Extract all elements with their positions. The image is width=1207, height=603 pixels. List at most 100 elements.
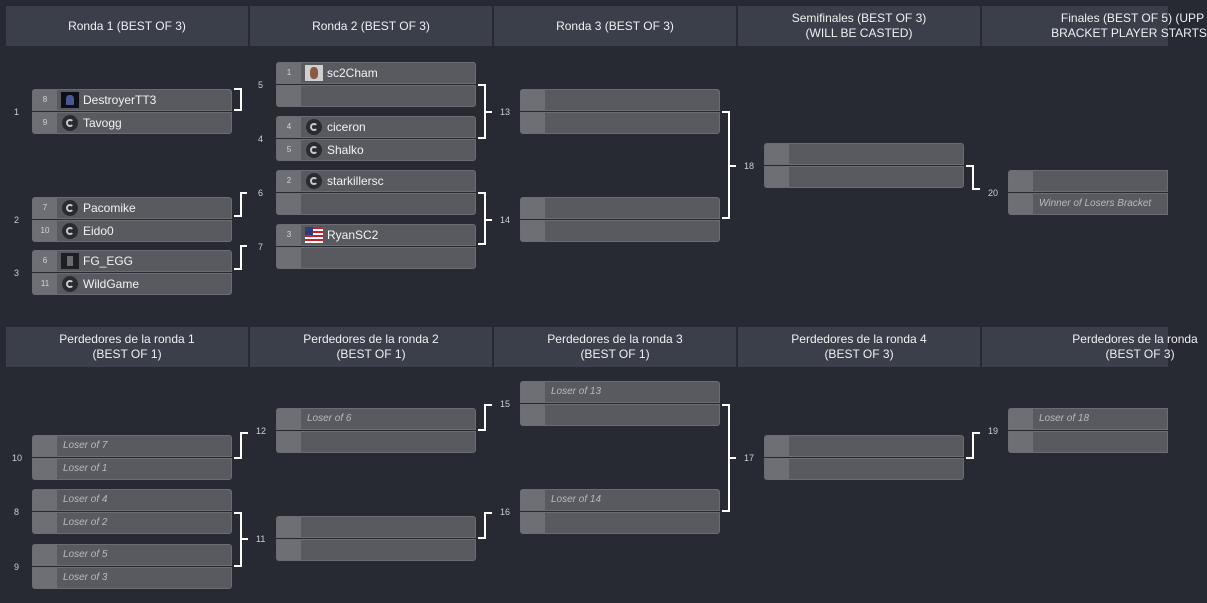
seed-badge — [521, 382, 545, 402]
player-name: starkillersc — [327, 174, 384, 188]
match-3[interactable]: 6 FG_EGG 11 WildGame — [32, 250, 232, 296]
match-slot[interactable]: 7 Pacomike — [32, 197, 232, 219]
match-slot[interactable] — [520, 112, 720, 134]
match-slot[interactable] — [520, 404, 720, 426]
seed-badge — [33, 568, 57, 588]
seed-badge: 1 — [277, 63, 301, 83]
match-slot[interactable] — [520, 89, 720, 111]
round-header-format: (WILL BE CASTED) — [805, 26, 913, 40]
round-header-lower-3: Perdedores de la ronda 3(BEST OF 1) — [494, 327, 736, 367]
bracket-connector — [240, 538, 248, 540]
match-slot[interactable] — [276, 539, 476, 561]
seed-badge — [33, 513, 57, 533]
player-name: Pacomike — [83, 201, 136, 215]
match-slot[interactable]: 4 ciceron — [276, 116, 476, 138]
bracket-connector — [234, 512, 242, 514]
seed-badge: 2 — [277, 171, 301, 191]
seed-badge — [1009, 194, 1033, 214]
match-slot[interactable] — [764, 435, 964, 457]
match-17[interactable] — [764, 435, 964, 481]
seed-badge: 6 — [33, 251, 57, 271]
match-7[interactable]: 3 RyanSC2 — [276, 224, 476, 270]
seed-badge — [521, 221, 545, 241]
seed-badge — [33, 436, 57, 456]
match-slot[interactable]: Winner of Losers Bracket — [1008, 193, 1168, 215]
match-number: 8 — [14, 507, 20, 517]
match-12[interactable]: Loser of 6 — [276, 408, 476, 454]
match-6[interactable]: 2 starkillersc — [276, 170, 476, 216]
match-slot[interactable] — [764, 458, 964, 480]
match-slot[interactable]: 5 Shalko — [276, 139, 476, 161]
match-10[interactable]: Loser of 7 Loser of 1 — [32, 435, 232, 481]
placeholder-label: Loser of 7 — [63, 440, 108, 451]
match-1[interactable]: 8 DestroyerTT3 9 Tavogg — [32, 89, 232, 135]
match-13[interactable] — [520, 89, 720, 135]
round-header-format: (BEST OF 3) — [824, 347, 894, 361]
match-slot[interactable]: Loser of 3 — [32, 567, 232, 589]
match-slot[interactable]: 1 sc2Cham — [276, 62, 476, 84]
round-header-title: Perdedores de la ronda 2 — [303, 332, 439, 346]
match-slot[interactable]: 2 starkillersc — [276, 170, 476, 192]
round-header-title: Perdedores de la ronda 3 — [547, 332, 683, 346]
match-slot[interactable] — [276, 431, 476, 453]
match-slot[interactable] — [276, 85, 476, 107]
bracket-connector — [240, 245, 242, 270]
match-20[interactable]: Winner of Losers Bracket — [1008, 170, 1168, 216]
match-slot[interactable] — [520, 220, 720, 242]
match-5[interactable]: 1 sc2Cham — [276, 62, 476, 108]
match-slot[interactable]: 11 WildGame — [32, 273, 232, 295]
bracket-connector — [484, 404, 486, 431]
match-slot[interactable]: Loser of 13 — [520, 381, 720, 403]
seed-badge: 3 — [277, 225, 301, 245]
match-8[interactable]: Loser of 4 Loser of 2 — [32, 489, 232, 535]
match-slot[interactable] — [764, 166, 964, 188]
match-number: 10 — [12, 453, 23, 463]
match-slot[interactable] — [520, 512, 720, 534]
match-14[interactable] — [520, 197, 720, 243]
match-number: 4 — [258, 134, 264, 144]
match-9[interactable]: Loser of 5 Loser of 3 — [32, 544, 232, 590]
match-2[interactable]: 7 Pacomike 10 Eido0 — [32, 197, 232, 243]
match-slot[interactable]: Loser of 1 — [32, 458, 232, 480]
seed-badge — [765, 459, 789, 479]
match-4[interactable]: 4 ciceron 5 Shalko — [276, 116, 476, 162]
placeholder-label: Loser of 2 — [63, 517, 108, 528]
match-19[interactable]: Loser of 18 — [1008, 408, 1168, 454]
round-header-upper-3: Ronda 3 (BEST OF 3) — [494, 6, 736, 46]
match-15[interactable]: Loser of 13 — [520, 381, 720, 427]
match-slot[interactable]: 6 FG_EGG — [32, 250, 232, 272]
match-slot[interactable]: 9 Tavogg — [32, 112, 232, 134]
match-slot[interactable]: 3 RyanSC2 — [276, 224, 476, 246]
match-slot[interactable] — [276, 247, 476, 269]
match-slot[interactable]: 8 DestroyerTT3 — [32, 89, 232, 111]
bracket-connector — [972, 432, 980, 434]
match-slot[interactable]: Loser of 14 — [520, 489, 720, 511]
match-slot[interactable] — [764, 143, 964, 165]
round-header-upper-1: Ronda 1 (BEST OF 3) — [6, 6, 248, 46]
bracket-connector — [478, 537, 486, 539]
match-slot[interactable] — [276, 516, 476, 538]
race-logo-icon — [62, 223, 78, 239]
match-slot[interactable]: Loser of 5 — [32, 544, 232, 566]
match-slot[interactable]: Loser of 18 — [1008, 408, 1168, 430]
match-number: 2 — [14, 215, 20, 225]
seed-badge — [521, 113, 545, 133]
match-slot[interactable]: Loser of 2 — [32, 512, 232, 534]
match-slot[interactable]: Loser of 6 — [276, 408, 476, 430]
match-slot[interactable]: Loser of 7 — [32, 435, 232, 457]
match-slot[interactable] — [1008, 170, 1168, 192]
match-18[interactable] — [764, 143, 964, 189]
match-16[interactable]: Loser of 14 — [520, 489, 720, 535]
match-slot[interactable]: 10 Eido0 — [32, 220, 232, 242]
photo-avatar-icon — [305, 65, 323, 81]
bracket-connector — [484, 219, 492, 221]
player-name: Tavogg — [83, 116, 122, 130]
match-slot[interactable]: Loser of 4 — [32, 489, 232, 511]
match-slot[interactable] — [1008, 431, 1168, 453]
seed-badge — [277, 86, 301, 106]
match-slot[interactable] — [520, 197, 720, 219]
match-11[interactable] — [276, 516, 476, 562]
seed-badge — [277, 248, 301, 268]
match-slot[interactable] — [276, 193, 476, 215]
